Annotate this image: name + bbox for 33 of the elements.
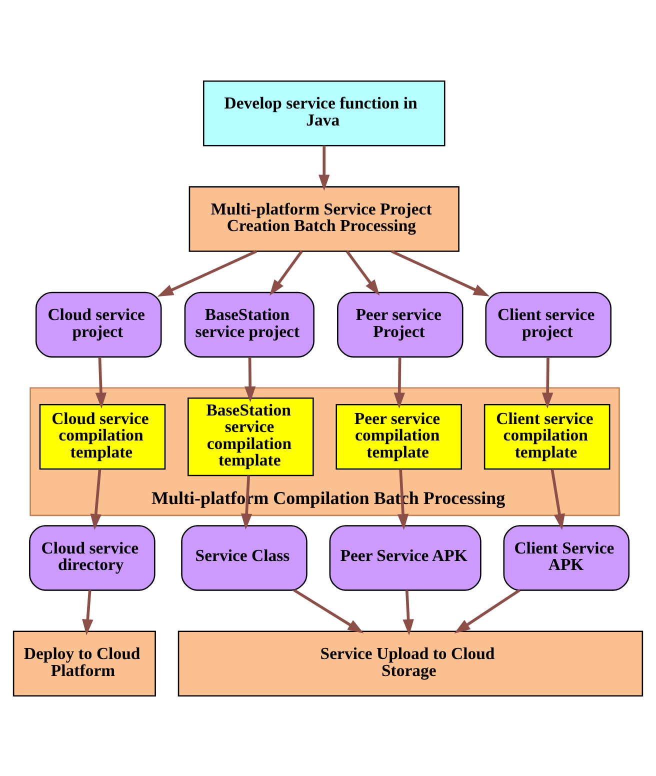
node-box: Cloud service compilation template <box>39 403 166 470</box>
arrow <box>95 356 107 408</box>
arrow <box>157 249 258 296</box>
arrow <box>550 468 565 530</box>
arrow <box>394 356 405 408</box>
node-box: Peer service Project <box>337 291 464 358</box>
node-box: Cloud service directory <box>29 524 156 590</box>
node-box: Deploy to Cloud Platform <box>12 630 156 696</box>
arrow <box>402 590 414 635</box>
arrow <box>270 250 303 296</box>
node-box: BaseStation service compilation template <box>188 397 314 476</box>
node-box: Service Upload to Cloud Storage <box>178 630 644 696</box>
node-box: Develop service function in Java <box>203 80 446 146</box>
arrow <box>82 590 94 635</box>
node-box: Peer service compilation template <box>336 403 462 470</box>
arrow <box>240 475 252 530</box>
arrow <box>397 468 409 530</box>
node-box: BaseStation service project <box>184 291 314 358</box>
node-box: Multi-platform Service Project Creation Batch Processing <box>188 186 460 252</box>
arrow <box>244 356 256 402</box>
arrow <box>346 250 380 296</box>
arrow <box>318 145 330 190</box>
arrow <box>293 588 364 633</box>
node-box: Service Class <box>181 524 308 590</box>
arrow <box>90 468 102 530</box>
node-box: Client service compilation template <box>484 403 610 470</box>
node-box: Client Service APK <box>503 524 630 590</box>
node-box: Cloud service project <box>35 291 162 358</box>
node-box: Client service project <box>485 291 612 358</box>
arrow <box>390 249 490 296</box>
node-box: Peer Service APK <box>329 524 482 590</box>
arrow <box>454 588 520 633</box>
arrow <box>542 356 554 408</box>
